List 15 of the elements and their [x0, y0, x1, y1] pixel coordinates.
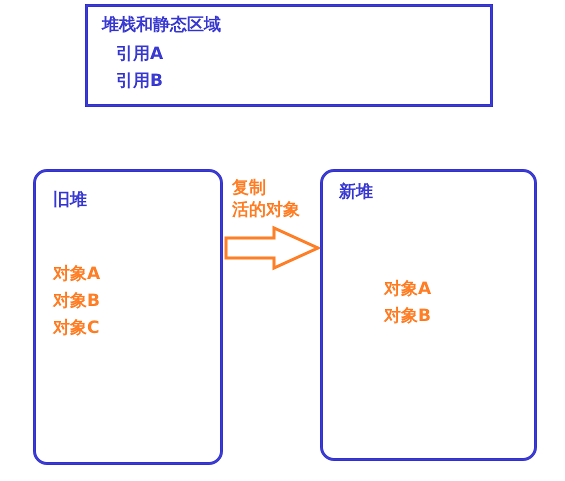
- item-text: 对象B: [384, 306, 431, 326]
- heading-text: 新堆: [339, 182, 373, 202]
- item-text: 引用B: [116, 71, 163, 91]
- item-text: 对象C: [53, 318, 100, 338]
- heap-box: [320, 169, 537, 461]
- memory-area-box: [85, 4, 493, 107]
- item-text: 对象A: [384, 279, 432, 299]
- heap-box: [33, 169, 223, 465]
- edge-label: 复制活的对象: [232, 177, 300, 221]
- heading-text: 堆栈和静态区域: [102, 15, 221, 35]
- item-text: 引用A: [116, 44, 164, 64]
- item-text: 对象A: [53, 264, 100, 284]
- item-text: 对象B: [53, 291, 100, 311]
- heading-text: 旧堆: [53, 190, 87, 210]
- block-arrow: [224, 226, 322, 270]
